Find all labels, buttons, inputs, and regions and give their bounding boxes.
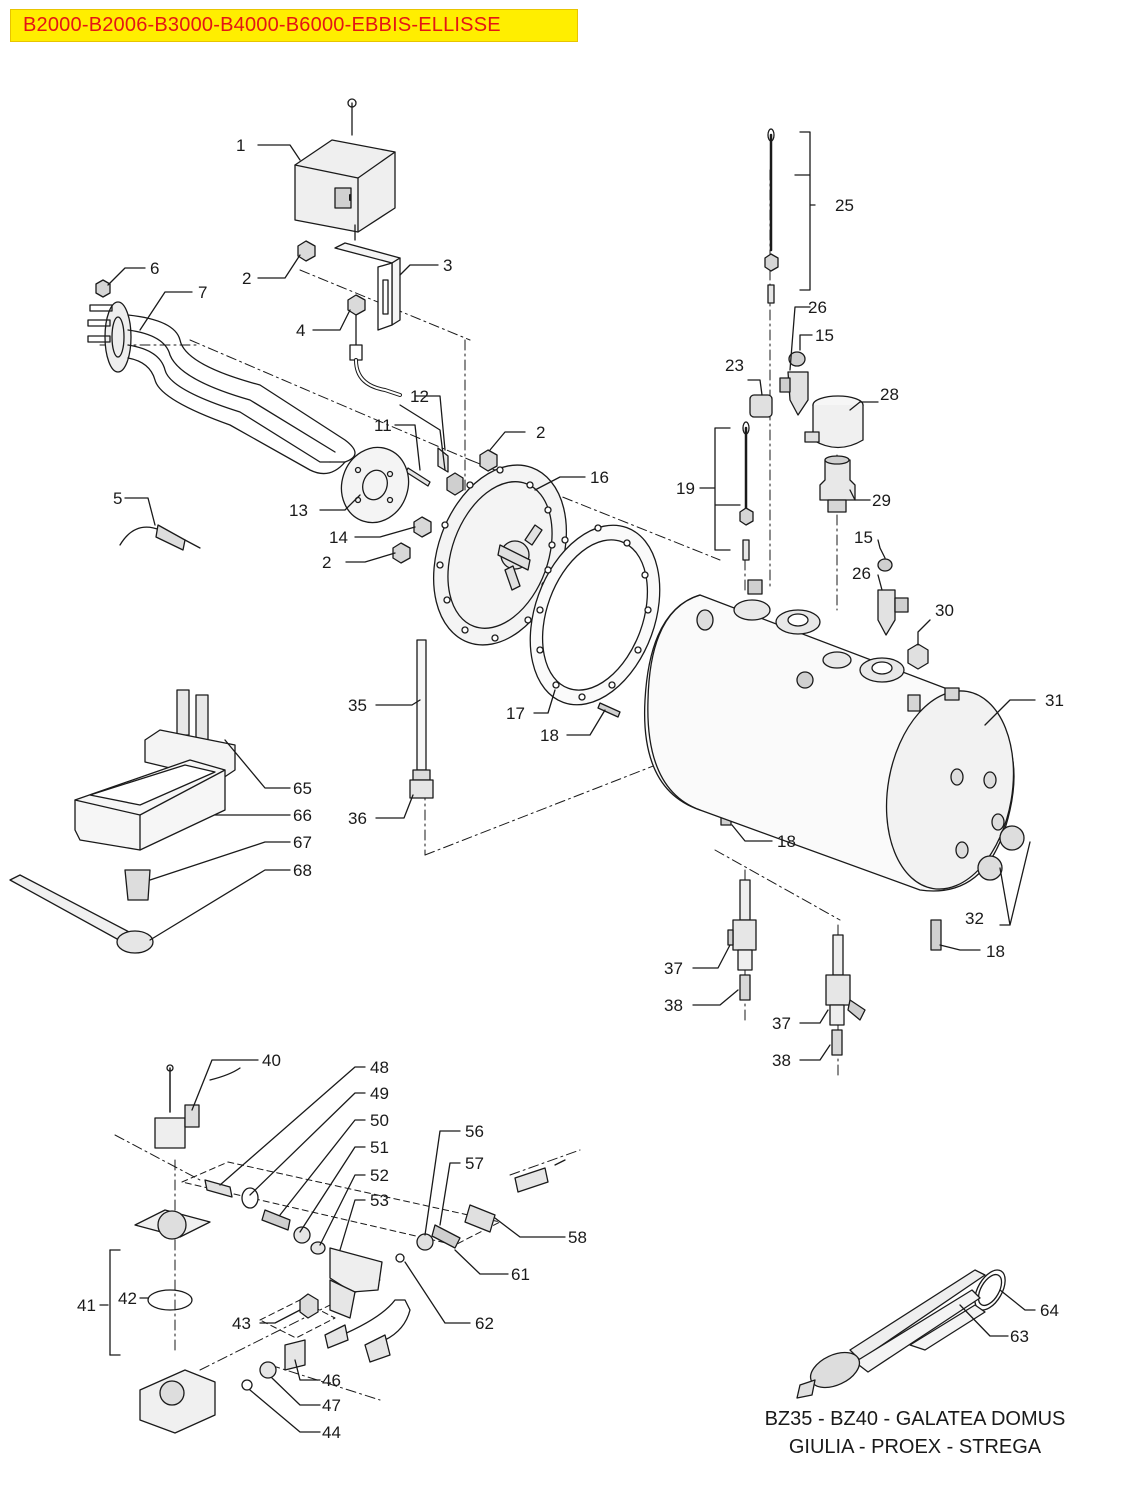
valve-part-right <box>825 934 866 1056</box>
callout-2: 2 <box>242 269 251 288</box>
callout-30: 30 <box>935 601 954 620</box>
callout-51: 51 <box>370 1138 389 1157</box>
callout-23: 23 <box>725 356 744 375</box>
callout-57: 57 <box>465 1154 484 1173</box>
callout-5: 5 <box>113 489 122 508</box>
callout-18b: 18 <box>777 832 796 851</box>
callout-37: 37 <box>664 959 683 978</box>
drip-tray-part <box>9 689 236 954</box>
callout-15: 15 <box>815 326 834 345</box>
leader-lines <box>99 131 1036 1433</box>
callout-4: 4 <box>296 321 305 340</box>
callout-44: 44 <box>322 1423 341 1442</box>
callout-32: 32 <box>965 909 984 928</box>
boiler-flange-part <box>432 464 568 646</box>
callout-43: 43 <box>232 1314 251 1333</box>
callout-28: 28 <box>880 385 899 404</box>
callout-16: 16 <box>590 468 609 487</box>
callout-64: 64 <box>1040 1301 1059 1320</box>
callout-48: 48 <box>370 1058 389 1077</box>
callout-7: 7 <box>198 283 207 302</box>
callout-38: 38 <box>664 996 683 1015</box>
callout-labels: 1 2 3 4 6 7 2 12 11 13 14 2 16 5 17 18 3… <box>77 136 1064 1442</box>
callout-47: 47 <box>322 1396 341 1415</box>
footer-caption-line1: BZ35 - BZ40 - GALATEA DOMUS <box>764 1408 1066 1430</box>
callout-40: 40 <box>262 1051 281 1070</box>
callout-1: 1 <box>236 136 245 155</box>
callout-56: 56 <box>465 1122 484 1141</box>
valve-part-left <box>727 879 757 1001</box>
callout-13: 13 <box>289 501 308 520</box>
callout-26b: 26 <box>852 564 871 583</box>
callout-14: 14 <box>329 528 348 547</box>
callout-42: 42 <box>118 1289 137 1308</box>
callout-37b: 37 <box>772 1014 791 1033</box>
callout-36: 36 <box>348 809 367 828</box>
callout-25: 25 <box>835 196 854 215</box>
callout-49: 49 <box>370 1084 389 1103</box>
callout-50: 50 <box>370 1111 389 1130</box>
callout-61: 61 <box>511 1265 530 1284</box>
callout-17: 17 <box>506 704 525 723</box>
callout-6: 6 <box>150 259 159 278</box>
callout-65: 65 <box>293 779 312 798</box>
callout-66: 66 <box>293 806 312 825</box>
callout-26: 26 <box>808 298 827 317</box>
footer-caption-line2: GIULIA - PROEX - STREGA <box>788 1436 1042 1458</box>
callout-11: 11 <box>374 416 392 435</box>
callout-63: 63 <box>1010 1327 1029 1346</box>
header-title: B2000-B2006-B3000-B4000-B6000-EBBIS-ELLI… <box>23 14 501 36</box>
callout-29: 29 <box>872 491 891 510</box>
callout-18: 18 <box>540 726 559 745</box>
callout-46: 46 <box>322 1371 341 1390</box>
callout-53: 53 <box>370 1191 389 1210</box>
callout-2b: 2 <box>536 423 545 442</box>
callout-68: 68 <box>293 861 312 880</box>
alt-heating-element-part <box>796 1269 1006 1399</box>
callout-2c: 2 <box>322 553 331 572</box>
callout-35: 35 <box>348 696 367 715</box>
callout-12: 12 <box>410 387 429 406</box>
callout-52: 52 <box>370 1166 389 1185</box>
callout-41: 41 <box>77 1296 96 1315</box>
callout-62: 62 <box>475 1314 494 1333</box>
callout-67: 67 <box>293 833 312 852</box>
callout-31: 31 <box>1045 691 1064 710</box>
callout-19: 19 <box>676 479 695 498</box>
callout-15b: 15 <box>854 528 873 547</box>
callout-18c: 18 <box>986 942 1005 961</box>
boiler-tank-part <box>643 594 1015 892</box>
flange-gasket-part <box>340 446 410 524</box>
callout-58: 58 <box>568 1228 587 1247</box>
header-banner: B2000-B2006-B3000-B4000-B6000-EBBIS-ELLI… <box>10 9 578 42</box>
heating-element-part <box>87 301 356 475</box>
callout-38b: 38 <box>772 1051 791 1070</box>
boiler-gasket-part <box>529 524 661 706</box>
callout-3: 3 <box>443 256 452 275</box>
pressure-switch-part <box>294 98 396 241</box>
